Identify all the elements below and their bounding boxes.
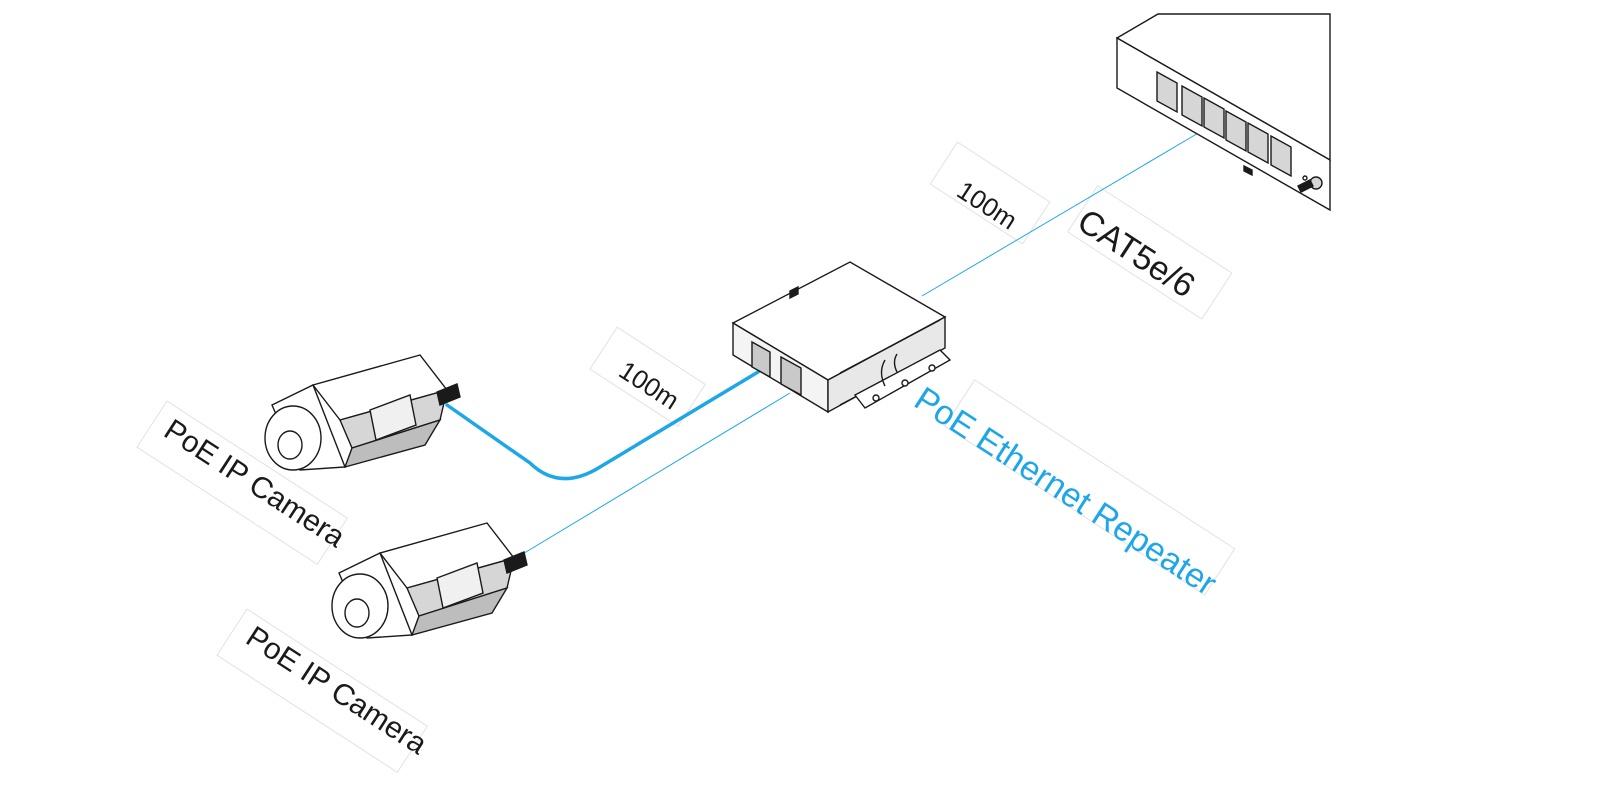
label-frame-distance-camera	[589, 326, 706, 427]
repeater-label: PoE Ethernet Repeater	[908, 380, 1224, 603]
label-frame-camera-bottom	[216, 608, 428, 773]
label-frame-distance-switch	[929, 141, 1051, 245]
ip-camera-icon	[331, 522, 528, 639]
poe-switch-icon	[1115, 13, 1331, 212]
distance-label-switch: 100m	[952, 175, 1023, 236]
ip-camera-icon	[264, 354, 461, 471]
cable-type-label: CAT5e/6	[1071, 202, 1202, 306]
poe-repeater-icon	[731, 261, 952, 414]
label-frames	[136, 141, 1236, 773]
label-frame-cable-type	[1066, 185, 1233, 320]
cable-repeater-to-camera-bottom	[515, 392, 791, 559]
label-frame-camera-top	[136, 400, 348, 565]
cables	[445, 131, 1201, 559]
camera-label-bottom: PoE IP Camera	[240, 620, 433, 761]
label-frame-repeater	[944, 379, 1236, 596]
cable-repeater-to-camera-top	[445, 364, 770, 481]
cable-switch-to-repeater	[921, 131, 1201, 297]
